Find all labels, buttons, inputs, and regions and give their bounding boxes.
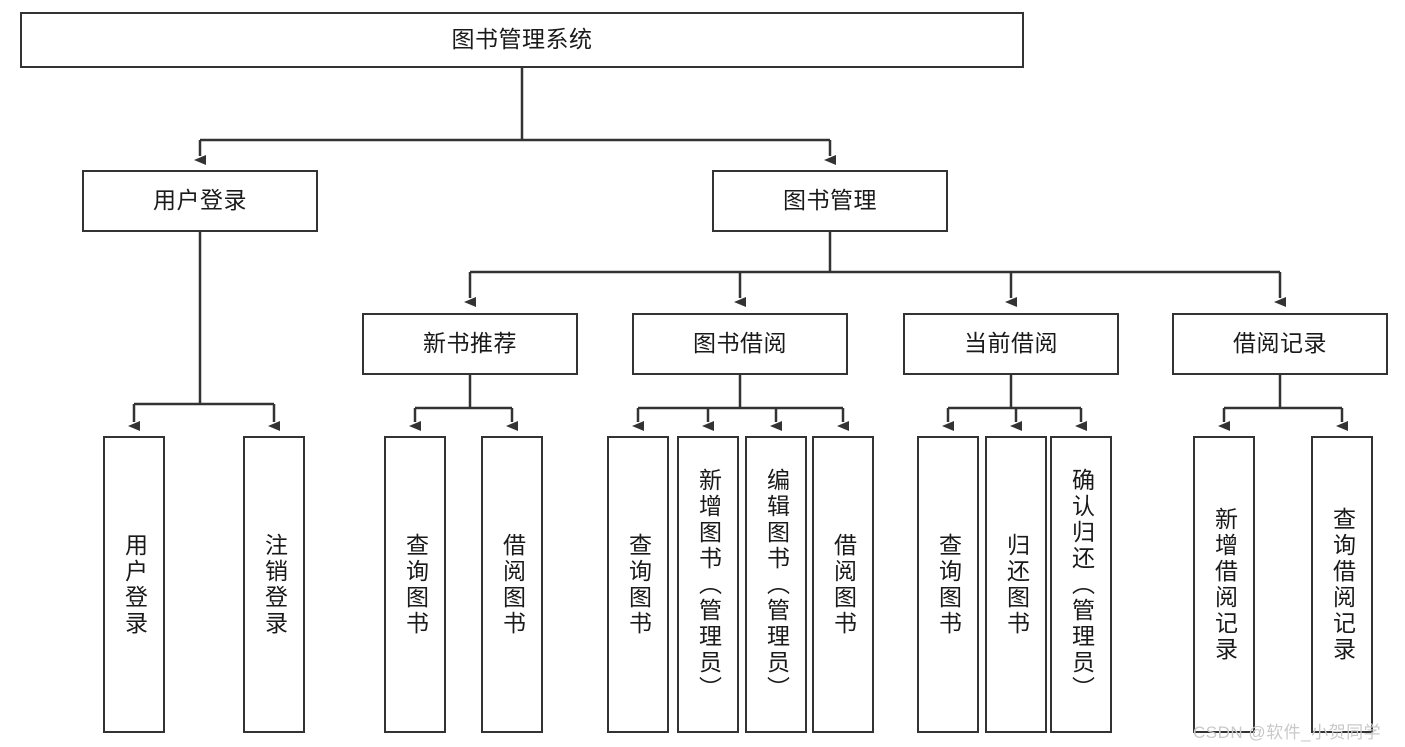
- node-leaf-borrow-book-1[interactable]: 借阅图书: [481, 436, 543, 733]
- node-leaf-edit-book-label: 编辑图书（管理员）: [763, 467, 790, 702]
- node-leaf-return-book[interactable]: 归还图书: [985, 436, 1047, 733]
- node-book-manage[interactable]: 图书管理: [712, 170, 948, 232]
- node-leaf-borrow-book-2[interactable]: 借阅图书: [812, 436, 874, 733]
- node-leaf-add-book[interactable]: 新增图书（管理员）: [677, 436, 739, 733]
- node-book-manage-label: 图书管理: [783, 187, 877, 214]
- node-leaf-query-book-3[interactable]: 查询图书: [917, 436, 979, 733]
- node-leaf-borrow-book-1-label: 借阅图书: [499, 532, 526, 637]
- node-leaf-add-book-label: 新增图书（管理员）: [695, 467, 722, 702]
- node-leaf-logout-login[interactable]: 注销登录: [243, 436, 305, 733]
- node-leaf-add-borrow-record-label: 新增借阅记录: [1211, 506, 1238, 663]
- node-borrow-record-label: 借阅记录: [1233, 330, 1327, 357]
- node-leaf-return-book-label: 归还图书: [1003, 532, 1030, 637]
- node-leaf-confirm-return-label: 确认归还（管理员）: [1068, 467, 1095, 702]
- node-root-label: 图书管理系统: [451, 26, 593, 53]
- node-user-login[interactable]: 用户登录: [82, 170, 318, 232]
- node-leaf-query-borrow-record[interactable]: 查询借阅记录: [1311, 436, 1373, 733]
- node-leaf-query-book-2-label: 查询图书: [625, 532, 652, 637]
- node-leaf-query-borrow-record-label: 查询借阅记录: [1329, 506, 1356, 663]
- node-root[interactable]: 图书管理系统: [20, 12, 1024, 68]
- node-borrow-record[interactable]: 借阅记录: [1172, 313, 1388, 375]
- node-leaf-query-book-3-label: 查询图书: [935, 532, 962, 637]
- node-current-borrow-label: 当前借阅: [964, 330, 1058, 357]
- node-book-borrow[interactable]: 图书借阅: [632, 313, 848, 375]
- node-leaf-logout-login-label: 注销登录: [261, 532, 288, 637]
- node-leaf-add-borrow-record[interactable]: 新增借阅记录: [1193, 436, 1255, 733]
- node-leaf-query-book-1[interactable]: 查询图书: [384, 436, 446, 733]
- node-leaf-query-book-2[interactable]: 查询图书: [607, 436, 669, 733]
- node-leaf-confirm-return[interactable]: 确认归还（管理员）: [1050, 436, 1112, 733]
- node-leaf-borrow-book-2-label: 借阅图书: [830, 532, 857, 637]
- node-current-borrow[interactable]: 当前借阅: [903, 313, 1119, 375]
- node-leaf-user-login[interactable]: 用户登录: [103, 436, 165, 733]
- node-leaf-edit-book[interactable]: 编辑图书（管理员）: [745, 436, 807, 733]
- node-new-book-recommend-label: 新书推荐: [423, 330, 517, 357]
- node-user-login-label: 用户登录: [153, 187, 247, 214]
- node-new-book-recommend[interactable]: 新书推荐: [362, 313, 578, 375]
- node-leaf-user-login-label: 用户登录: [121, 532, 148, 637]
- node-leaf-query-book-1-label: 查询图书: [402, 532, 429, 637]
- node-book-borrow-label: 图书借阅: [693, 330, 787, 357]
